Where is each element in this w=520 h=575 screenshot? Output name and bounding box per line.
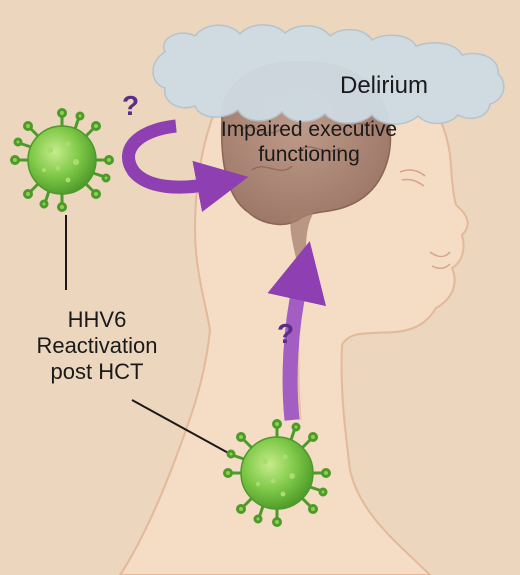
connector-line <box>131 399 233 456</box>
virus-icon <box>10 108 114 212</box>
virus-icon <box>223 419 331 527</box>
question-mark-brain: ? <box>122 90 140 121</box>
question-mark-spine: ? <box>277 318 295 349</box>
impaired-executive-functioning-label: Impaired executive functioning <box>220 118 398 166</box>
eye-lines <box>399 169 426 187</box>
hhv6-reactivation-label: HHV6 Reactivation post HCT <box>36 307 158 384</box>
arrow-icon <box>122 119 249 212</box>
cloud-icon <box>152 24 505 125</box>
arrow-icon <box>267 241 327 421</box>
delirium-label: Delirium <box>340 72 429 99</box>
mouth-lines <box>429 251 451 269</box>
